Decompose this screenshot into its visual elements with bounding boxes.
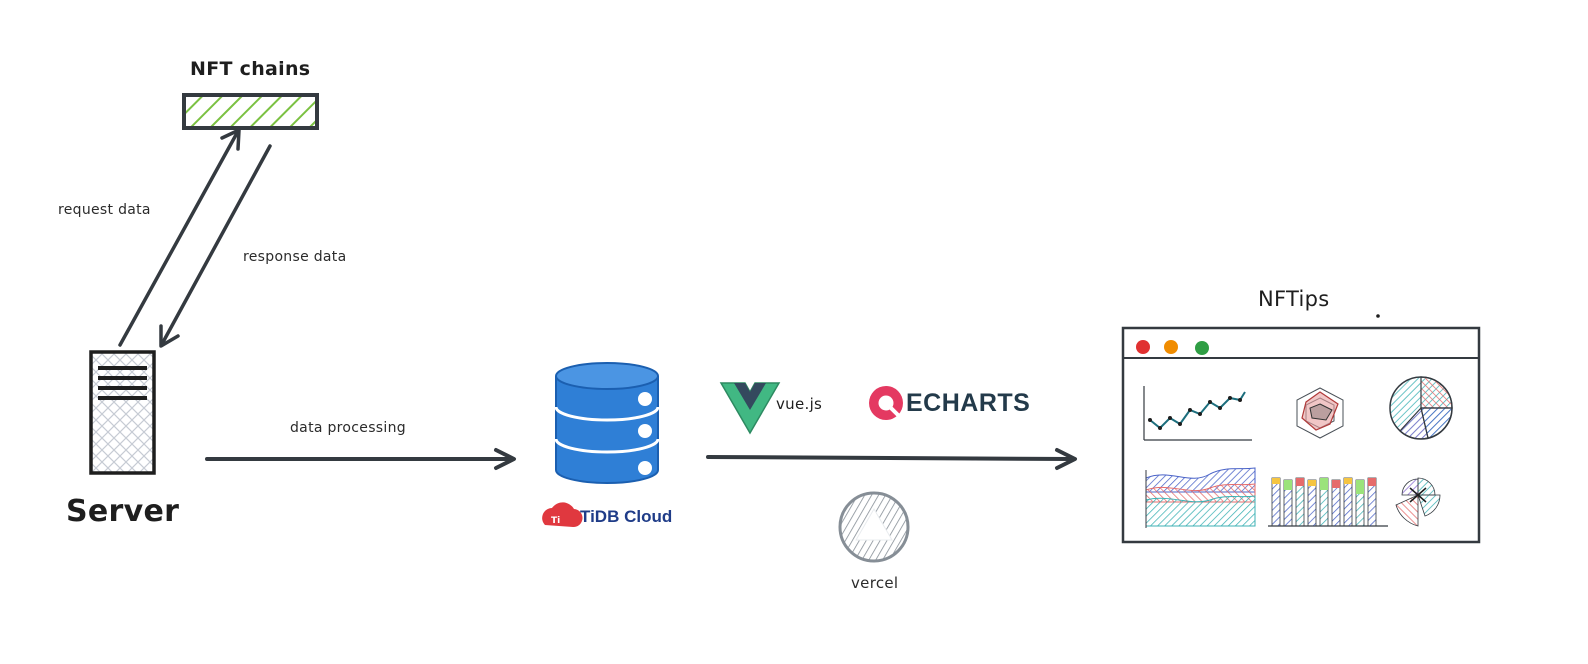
request-arrow	[118, 128, 241, 347]
server-label: Server	[66, 494, 180, 529]
mini-area-chart	[1145, 467, 1256, 528]
mini-pie-chart	[1389, 376, 1453, 440]
vercel-label: vercel	[851, 574, 899, 592]
mini-radar-chart	[1296, 387, 1344, 439]
nftips-label: NFTips	[1258, 287, 1330, 311]
request-data-label: request data	[58, 202, 151, 218]
nft-chains-label: NFT chains	[190, 58, 311, 80]
vercel-logo-icon	[838, 491, 910, 563]
tidb-cloud-label: TiDB Cloud	[580, 507, 673, 526]
processing-arrow	[205, 448, 516, 470]
mini-polar-chart	[1395, 477, 1441, 527]
svg-text:Ti: Ti	[551, 516, 560, 526]
deploy-arrow	[706, 448, 1077, 470]
response-arrow	[159, 144, 272, 348]
mini-column-chart	[1268, 477, 1388, 527]
nftips-window	[1121, 314, 1481, 544]
mini-line-chart	[1143, 386, 1252, 441]
response-data-label: response data	[243, 249, 347, 265]
echarts-logo-icon	[869, 386, 903, 420]
vue-logo-icon	[719, 382, 781, 435]
tidb-cloud-icon: Ti	[542, 502, 583, 528]
data-processing-label: data processing	[290, 420, 406, 436]
nft-chains-block	[182, 93, 319, 130]
database-icon	[554, 362, 660, 484]
echarts-label: ECHARTS	[906, 389, 1031, 417]
server-icon	[89, 350, 156, 475]
vue-label: vue.js	[776, 395, 823, 413]
